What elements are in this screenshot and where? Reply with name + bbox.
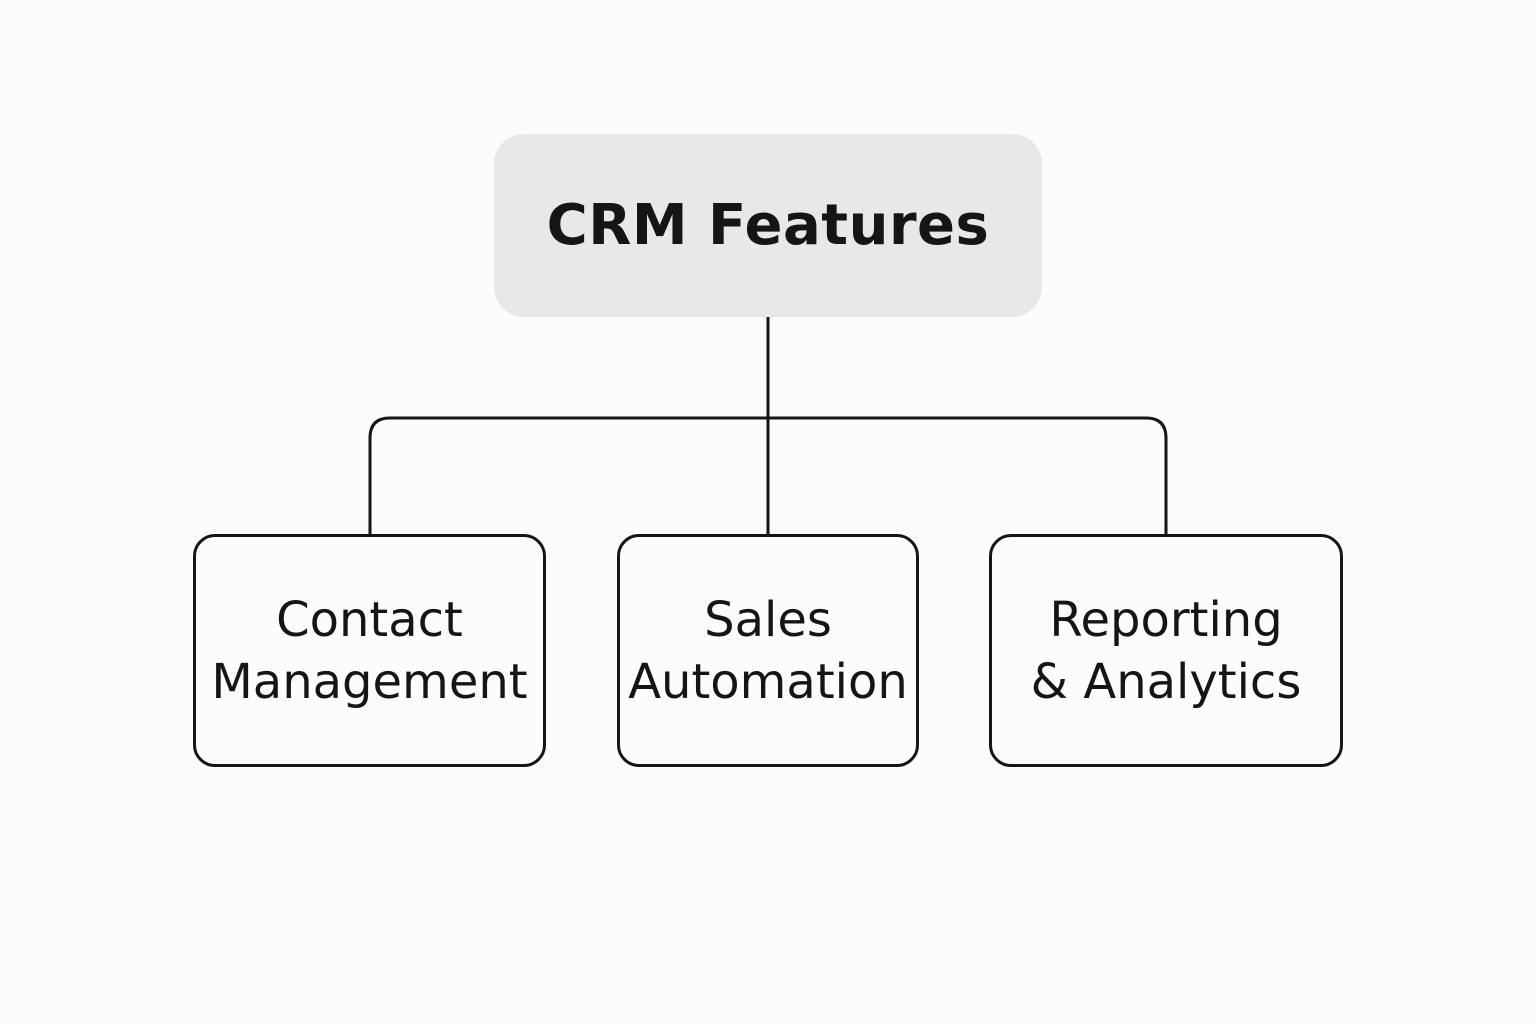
child-node-label: Reporting & Analytics: [1030, 591, 1302, 710]
branch-connector-right: [768, 416, 1168, 534]
child-node-label: Sales Automation: [628, 591, 908, 710]
root-node-crm-features: CRM Features: [494, 134, 1042, 317]
child-node-reporting-analytics: Reporting & Analytics: [989, 534, 1343, 767]
root-node-label: CRM Features: [546, 193, 990, 258]
child-node-contact-management: Contact Management: [193, 534, 546, 767]
child-node-sales-automation: Sales Automation: [617, 534, 919, 767]
branch-connector-left: [368, 416, 768, 534]
child-node-label: Contact Management: [211, 591, 528, 710]
